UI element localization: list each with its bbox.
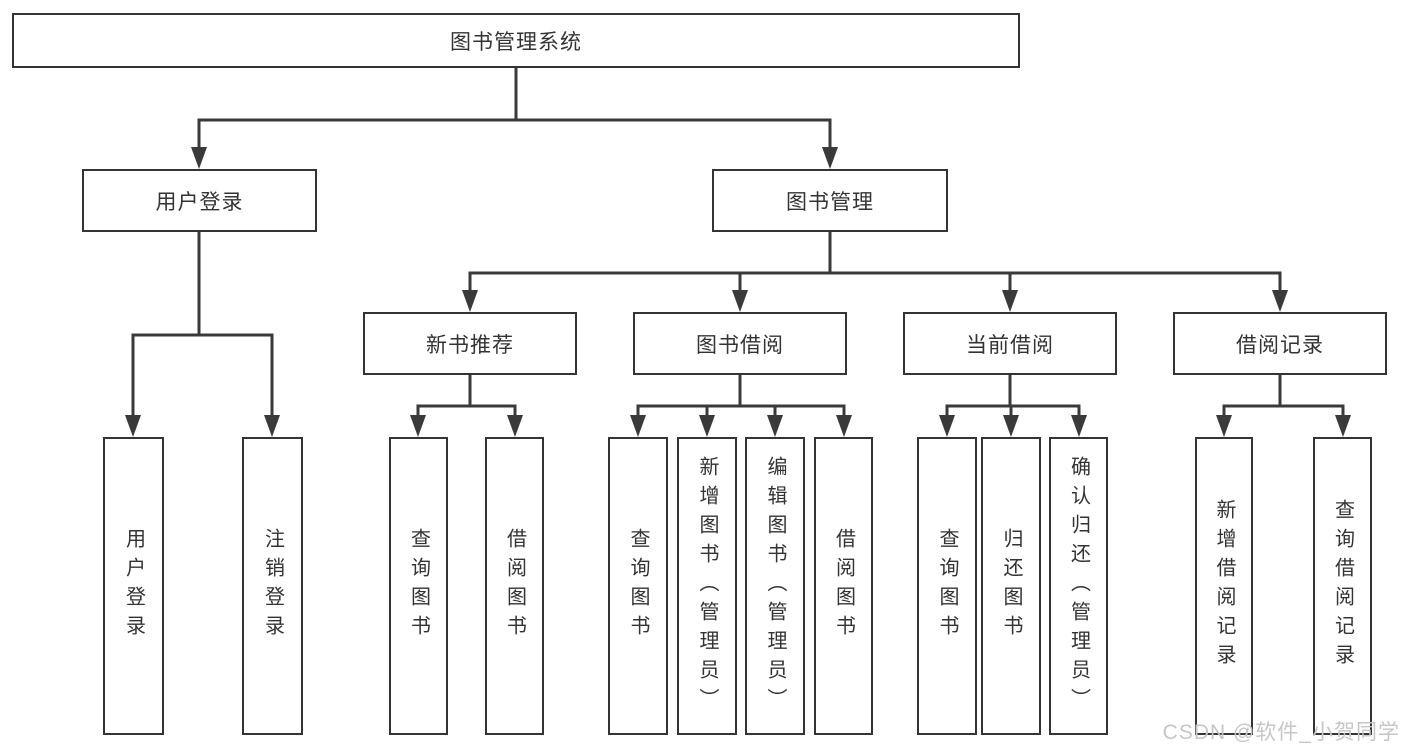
arrow-down-icon bbox=[822, 147, 838, 169]
connector bbox=[468, 230, 1282, 295]
node-query-books-recommend: 查询图书 bbox=[389, 437, 448, 735]
arrow-down-icon bbox=[1216, 415, 1232, 437]
node-borrow-records: 借阅记录 bbox=[1173, 312, 1387, 375]
node-label: 用户登录 bbox=[122, 528, 145, 644]
node-label: 查询图书 bbox=[627, 528, 649, 644]
node-user-login: 用户登录 bbox=[82, 169, 317, 232]
arrow-down-icon bbox=[462, 290, 478, 312]
connector bbox=[1222, 373, 1345, 420]
arrow-down-icon bbox=[507, 415, 523, 437]
node-label: 用户登录 bbox=[155, 190, 244, 214]
node-label: 图书借阅 bbox=[696, 333, 784, 357]
node-label: 新增图书（管理员） bbox=[696, 455, 718, 717]
node-label: 借阅图书 bbox=[832, 528, 855, 644]
arrow-down-icon bbox=[1003, 415, 1019, 437]
node-label: 借阅记录 bbox=[1236, 333, 1324, 357]
connector bbox=[131, 230, 274, 420]
node-root: 图书管理系统 bbox=[12, 13, 1020, 68]
node-query-books-borrowing: 查询图书 bbox=[608, 437, 668, 735]
node-book-borrowing: 图书借阅 bbox=[633, 312, 847, 375]
arrow-down-icon bbox=[1071, 415, 1087, 437]
node-current-borrowing: 当前借阅 bbox=[903, 312, 1117, 375]
node-book-management: 图书管理 bbox=[712, 169, 948, 232]
node-label: 新增借阅记录 bbox=[1213, 499, 1235, 673]
arrow-down-icon bbox=[939, 415, 955, 437]
arrow-down-icon bbox=[699, 415, 715, 437]
arrow-down-icon bbox=[264, 415, 280, 437]
connector bbox=[636, 373, 846, 420]
node-confirm-return-admin: 确认归还（管理员） bbox=[1049, 437, 1108, 735]
arrow-down-icon bbox=[410, 415, 426, 437]
node-label: 新书推荐 bbox=[426, 333, 514, 357]
node-edit-books-admin: 编辑图书（管理员） bbox=[745, 437, 805, 735]
connector-line-group bbox=[131, 66, 1345, 420]
arrow-down-icon bbox=[732, 290, 748, 312]
node-add-borrow-record: 新增借阅记录 bbox=[1195, 437, 1253, 735]
node-label: 确认归还（管理员） bbox=[1067, 455, 1090, 717]
node-label: 查询图书 bbox=[407, 528, 430, 644]
arrow-down-icon bbox=[836, 415, 852, 437]
arrow-down-icon bbox=[1002, 290, 1018, 312]
arrow-down-icon bbox=[191, 147, 207, 169]
node-label: 注销登录 bbox=[261, 528, 284, 644]
node-borrow-books-recommend: 借阅图书 bbox=[485, 437, 544, 735]
connector bbox=[945, 373, 1081, 420]
node-label: 查询图书 bbox=[936, 528, 958, 644]
node-query-books-current: 查询图书 bbox=[917, 437, 977, 735]
node-label: 归还图书 bbox=[1000, 528, 1022, 644]
node-label: 借阅图书 bbox=[503, 528, 526, 644]
node-add-books-admin: 新增图书（管理员） bbox=[677, 437, 737, 735]
connector bbox=[416, 373, 517, 420]
arrow-down-icon bbox=[1272, 290, 1288, 312]
arrow-down-icon bbox=[125, 415, 141, 437]
node-new-book-recommend: 新书推荐 bbox=[363, 312, 577, 375]
node-label: 图书管理 bbox=[786, 190, 874, 214]
arrow-down-icon bbox=[1335, 415, 1351, 437]
arrow-down-icon bbox=[767, 415, 783, 437]
node-label: 查询借阅记录 bbox=[1331, 499, 1354, 673]
csdn-watermark: CSDN @软件_小贺同学 bbox=[1162, 721, 1400, 744]
node-user-login-leaf: 用户登录 bbox=[103, 437, 164, 735]
node-logout: 注销登录 bbox=[242, 437, 303, 735]
node-query-borrow-record: 查询借阅记录 bbox=[1313, 437, 1372, 735]
node-borrow-books-borrowing: 借阅图书 bbox=[814, 437, 873, 735]
node-return-books: 归还图书 bbox=[981, 437, 1041, 735]
connector bbox=[197, 66, 832, 152]
arrowhead-group bbox=[125, 147, 1351, 437]
node-label: 当前借阅 bbox=[966, 333, 1054, 357]
node-label: 图书管理系统 bbox=[450, 30, 582, 54]
arrow-down-icon bbox=[630, 415, 646, 437]
node-label: 编辑图书（管理员） bbox=[764, 455, 786, 717]
